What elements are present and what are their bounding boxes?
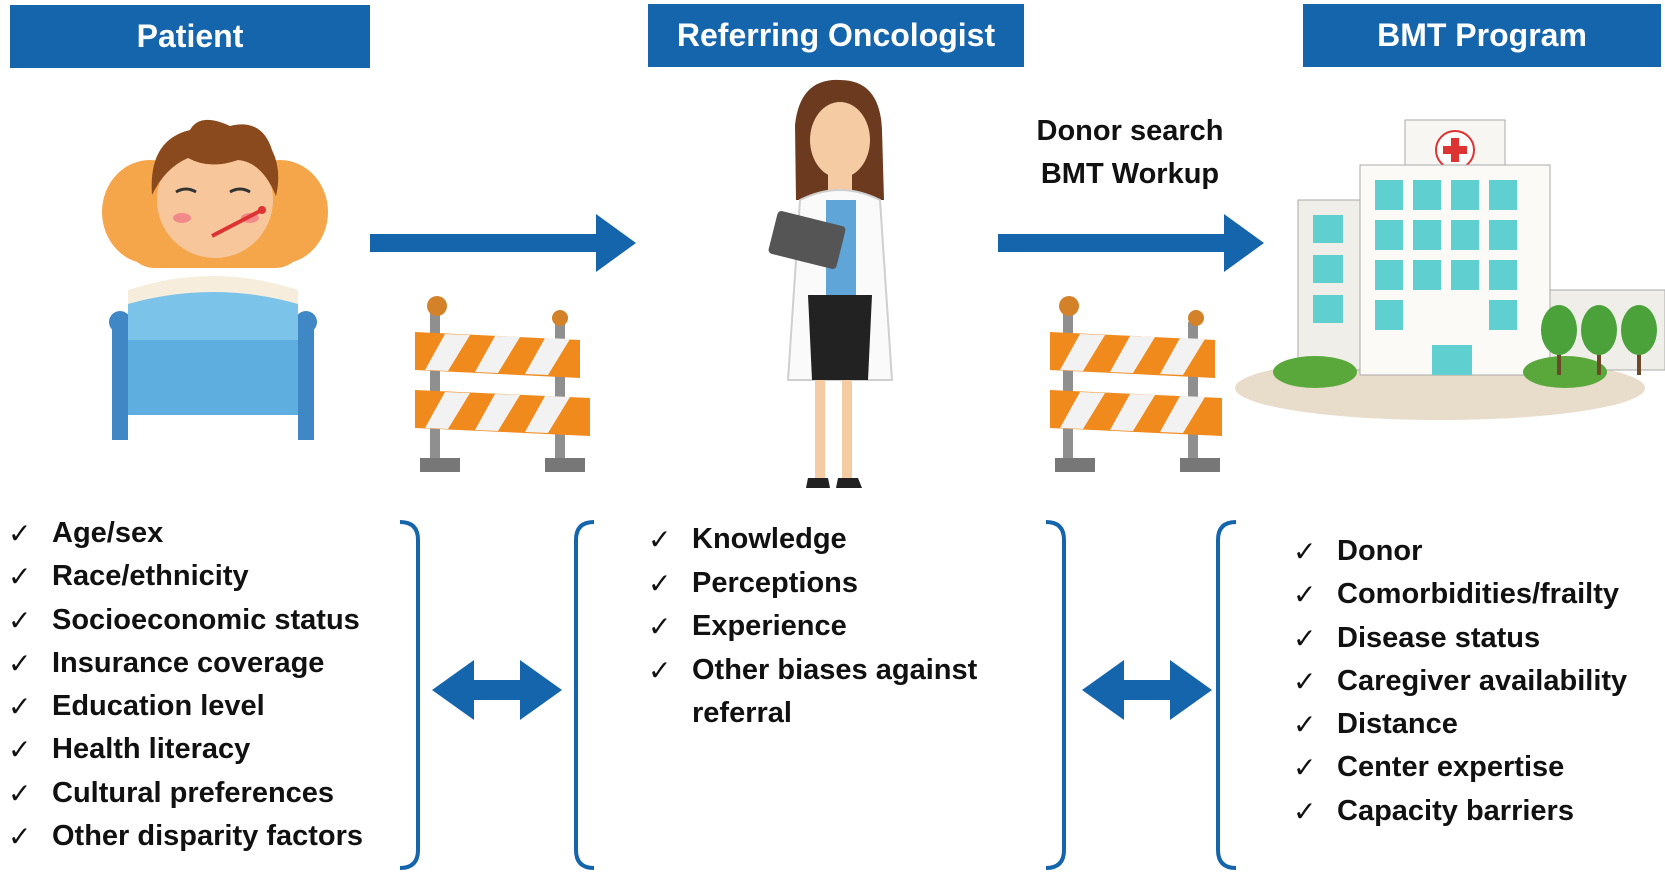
checkmark-icon: ✓ <box>648 524 672 555</box>
checkmark-icon: ✓ <box>8 604 32 636</box>
list-item: ✓ Comorbidities/frailty <box>1293 573 1627 616</box>
checkmark-icon: ✓ <box>1293 709 1317 741</box>
flow-label-line-1: Donor search <box>1036 115 1224 147</box>
checkmark-icon: ✓ <box>1293 536 1317 567</box>
list-item-label: Caregiver availability <box>1337 664 1628 697</box>
double-arrow-icon <box>432 660 562 720</box>
road-barricade-icon <box>415 296 590 472</box>
list-item-label: Disease status <box>1337 621 1541 654</box>
right-arrow-icon <box>998 214 1264 272</box>
checkmark-icon: ✓ <box>8 777 32 809</box>
checkmark-icon: ✓ <box>648 654 672 686</box>
list-item: ✓ Center expertise <box>1293 746 1627 789</box>
list-item: ✓ Capacity barriers <box>1293 790 1627 833</box>
list-item: ✓ Age/sex <box>8 512 363 555</box>
road-barricade-icon <box>1050 296 1222 472</box>
checkmark-icon: ✓ <box>1293 622 1317 654</box>
list-item-label: Age/sex <box>52 517 164 549</box>
list-item: ✓ Insurance coverage <box>8 642 363 685</box>
sick-patient-in-bed-icon <box>102 119 328 440</box>
oncologist-doctor-icon <box>768 79 894 488</box>
bracket-left-icon <box>574 520 595 870</box>
checkmark-icon: ✓ <box>1293 579 1317 611</box>
list-item-label: Distance <box>1337 708 1458 741</box>
list-item-label: Other biases against referral <box>692 653 978 730</box>
list-item-label: Education level <box>52 690 265 723</box>
bracket-right-icon <box>399 520 420 870</box>
list-item: ✓ Perceptions <box>648 562 1012 606</box>
list-item: ✓ Race/ethnicity <box>8 555 363 598</box>
list-item: ✓ Cultural preferences <box>8 772 363 815</box>
list-item-label: Knowledge <box>692 523 847 555</box>
checkmark-icon: ✓ <box>1293 665 1317 697</box>
checkmark-icon: ✓ <box>1293 795 1317 827</box>
list-item: ✓ Socioeconomic status <box>8 599 363 642</box>
bracket-right-icon <box>1045 520 1066 870</box>
checkmark-icon: ✓ <box>8 821 32 853</box>
double-arrow-icon <box>1082 660 1212 720</box>
list-item-label: Race/ethnicity <box>52 560 249 593</box>
checkmark-icon: ✓ <box>8 647 32 679</box>
header-bmt-program: BMT Program <box>1303 4 1661 67</box>
flow-label: Donor search BMT Workup <box>1010 110 1250 196</box>
list-item: ✓ Education level <box>8 685 363 728</box>
oncologist-factors-list: ✓ Knowledge ✓ Perceptions ✓ Experience ✓ Oth… <box>648 518 1012 736</box>
header-referring-oncologist: Referring Oncologist <box>648 4 1024 67</box>
list-item: ✓ Disease status <box>1293 617 1627 660</box>
checkmark-icon: ✓ <box>648 567 672 599</box>
list-item: ✓ Donor <box>1293 530 1627 573</box>
list-item-label: Socioeconomic status <box>52 603 360 636</box>
checkmark-icon: ✓ <box>8 691 32 723</box>
list-item-label: Insurance coverage <box>52 646 325 679</box>
checkmark-icon: ✓ <box>8 734 32 766</box>
list-item-label: Donor <box>1337 535 1423 567</box>
bmt-factors-list: ✓ Donor ✓ Comorbidities/frailty ✓ Disease s… <box>1293 530 1627 833</box>
checkmark-icon: ✓ <box>648 611 672 642</box>
list-item: ✓ Other disparity factors <box>8 815 363 858</box>
list-item: ✓ Health literacy <box>8 728 363 771</box>
list-item-label: Center expertise <box>1337 751 1565 784</box>
flow-label-line-2: BMT Workup <box>1040 158 1220 190</box>
list-item: ✓ Caregiver availability <box>1293 660 1627 703</box>
list-item-label: Experience <box>692 610 847 642</box>
list-item-label: Health literacy <box>52 733 251 766</box>
patient-factors-list: ✓ Age/sex ✓ Race/ethnicity ✓ Socioeconomic … <box>8 512 363 858</box>
checkmark-icon: ✓ <box>8 518 32 549</box>
list-item-label: Comorbidities/frailty <box>1337 578 1619 611</box>
bracket-left-icon <box>1216 520 1237 870</box>
checkmark-icon: ✓ <box>1293 752 1317 784</box>
list-item-label: Cultural preferences <box>52 776 335 809</box>
list-item-label: Capacity barriers <box>1337 794 1574 827</box>
list-item: ✓ Knowledge <box>648 518 1012 562</box>
right-arrow-icon <box>370 214 636 272</box>
list-item: ✓ Distance <box>1293 703 1627 746</box>
list-item: ✓ Experience <box>648 605 1012 649</box>
list-item: ✓ Other biases against referral <box>648 649 1012 736</box>
header-patient: Patient <box>10 5 370 68</box>
checkmark-icon: ✓ <box>8 561 32 593</box>
list-item-label: Other disparity factors <box>52 820 364 853</box>
hospital-building-icon <box>1235 119 1665 420</box>
list-item-label: Perceptions <box>692 566 858 599</box>
